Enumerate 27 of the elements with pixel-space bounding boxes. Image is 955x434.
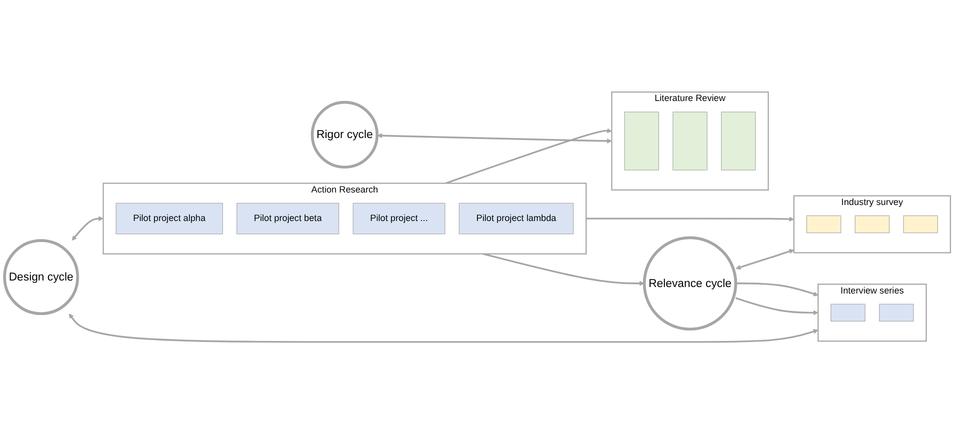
- node-bar: [624, 112, 659, 170]
- node-box: [903, 215, 938, 234]
- node-bar: [672, 112, 708, 170]
- node-box: Pilot project beta: [236, 202, 340, 234]
- node-bar: [721, 112, 756, 170]
- cluster: Literature Review: [611, 92, 769, 191]
- node-box: Pilot project ...: [352, 202, 446, 234]
- arrow: [735, 297, 818, 316]
- node-box: Pilot project lambda: [458, 202, 574, 234]
- arrow: [68, 314, 818, 343]
- arrow: [72, 216, 104, 241]
- node-circle: Rigor cycle: [310, 100, 379, 169]
- node-box: [806, 215, 842, 234]
- node-box: [879, 304, 914, 322]
- node-box: [830, 304, 866, 322]
- arrow: [736, 282, 818, 296]
- arrow: [377, 133, 612, 144]
- node-circle: Design cycle: [3, 239, 80, 316]
- node-box: Pilot project alpha: [116, 202, 223, 234]
- arrow: [586, 216, 794, 222]
- node-circle: Relevance cycle: [642, 236, 738, 331]
- node-box: [854, 215, 890, 234]
- arrow: [445, 128, 612, 184]
- cluster: Interview series: [818, 284, 927, 342]
- arrow: [736, 248, 794, 270]
- arrow: [482, 253, 645, 286]
- cluster: Industry survey: [793, 195, 952, 254]
